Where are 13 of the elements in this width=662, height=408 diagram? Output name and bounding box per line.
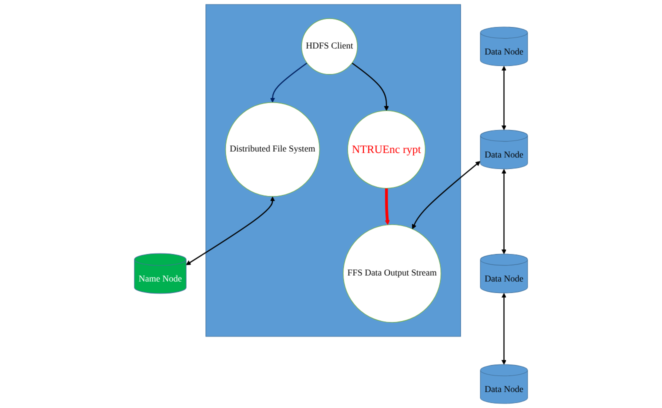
arrow [186, 196, 276, 266]
arrow [270, 62, 308, 103]
arrow [502, 168, 506, 254]
arrow [384, 188, 390, 226]
node-circle: FFS Data Output Stream [342, 224, 442, 323]
arrow [352, 62, 389, 111]
arrow [502, 292, 506, 365]
node-circle: NTRUEnc rypt [347, 110, 426, 189]
node-circle: HDFS Client [301, 18, 358, 75]
arrow [502, 66, 506, 130]
cluster [206, 4, 461, 337]
arrow [412, 161, 480, 230]
node-circle: Distributed File System [225, 102, 320, 197]
